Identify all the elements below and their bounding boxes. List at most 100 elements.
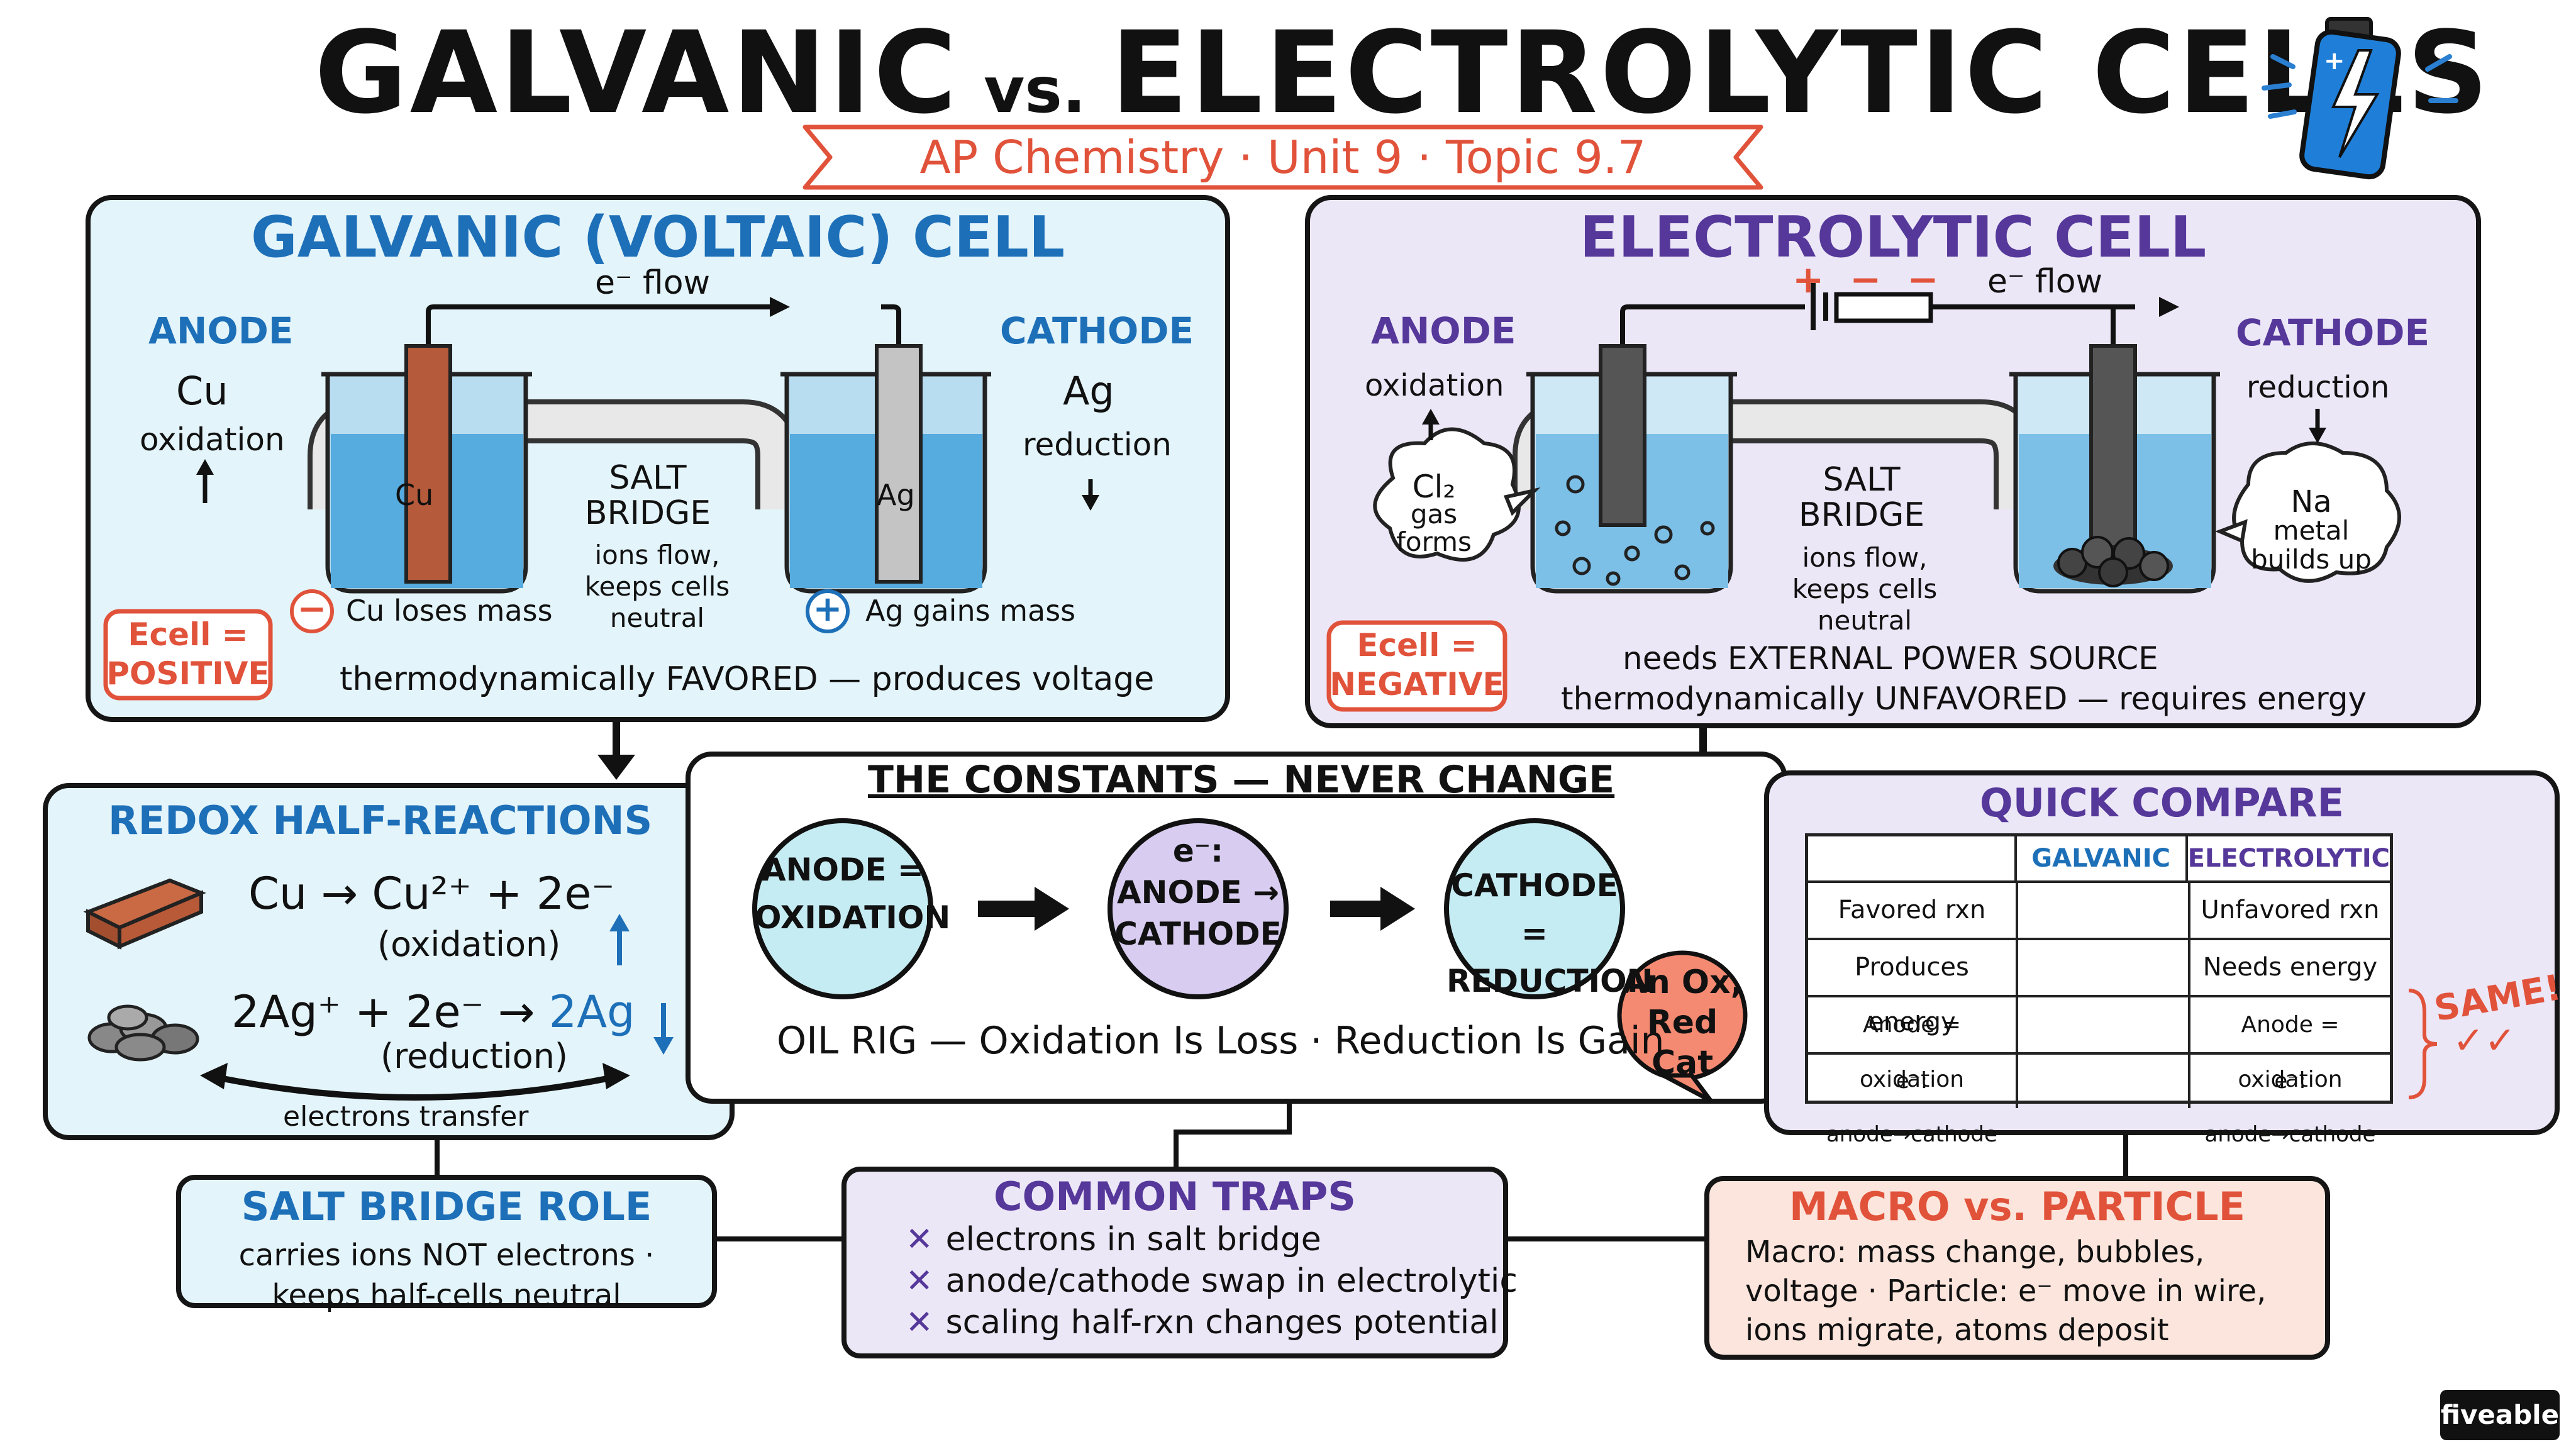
constant-2-line-1: e⁻: — [1172, 833, 1224, 869]
electrolytic-salt-note: ions flow, keeps cells neutral — [1761, 542, 1968, 636]
table-row: Produces energy Needs energy — [1808, 940, 2390, 1036]
plus-sign: + — [813, 589, 843, 630]
list-item: ✕electrons in salt bridge — [906, 1219, 1518, 1260]
title-row: GALVANIC vs. ELECTROLYTIC CELLS — [314, 8, 2489, 139]
double-arrow — [200, 1063, 630, 1101]
subtitle: AP Chemistry · Unit 9 · Topic 9.7 — [919, 131, 1646, 184]
trap-text: anode/cathode swap in electrolytic — [945, 1262, 1518, 1300]
galvanic-cathode-process: reduction — [1023, 426, 1172, 463]
row-electrolytic-cell: e⁻: anode→cathode — [2204, 1069, 2376, 1147]
galvanic-heading: GALVANIC (VOLTAIC) CELL — [250, 204, 1065, 270]
electrons-transfer: electrons transfer — [283, 1101, 529, 1133]
row-galvanic-cell — [2018, 1055, 2190, 1108]
an-ox-red-cat-bubble: An Ox, Red Cat — [1619, 962, 1745, 1083]
constant-1-line-2: OXIDATION — [755, 899, 951, 936]
macro-panel — [1704, 1176, 2330, 1360]
logo-text: fiveable — [2440, 1399, 2560, 1430]
gas-line-2: gas — [1410, 499, 1458, 530]
electrolytic-e-flow: e⁻ flow — [1987, 263, 2103, 301]
salt-role-heading: SALT BRIDGE ROLE — [241, 1184, 652, 1230]
ag-gains-mass: Ag gains mass — [865, 594, 1076, 628]
reaction-oxidation: Cu → Cu²⁺ + 2e⁻ — [248, 868, 615, 919]
electrolytic-anode-label: ANODE — [1371, 309, 1516, 352]
list-item: ✕scaling half-rxn changes potential — [906, 1302, 1518, 1343]
electrolytic-cathode-process: reduction — [2246, 370, 2390, 405]
electrode-cu-label: Cu — [395, 478, 434, 512]
galvanic-salt-line-1: SALT — [609, 459, 687, 497]
fiveable-logo[interactable]: fiveable — [2440, 1390, 2560, 1440]
constants-circles — [752, 818, 1748, 1103]
list-item: ✕ anode/cathode swap in electrolytic — [906, 1260, 1518, 1302]
galvanic-cathode-metal: Ag — [1063, 368, 1114, 414]
galvanic-salt-note-3: neutral — [609, 602, 705, 633]
electrolytic-ecell-line-1: Ecell = — [1357, 627, 1477, 663]
traps-panel — [841, 1167, 1508, 1358]
table-row: e⁻: anode→cathode e⁻: anode→cathode — [1808, 1055, 2390, 1147]
galvanic-panel — [86, 195, 1230, 722]
constant-electron-flow: e⁻: ANODE → CATHODE — [1110, 830, 1286, 955]
table-row: Anode = oxidation Anode = oxidation — [1808, 997, 2390, 1092]
galvanic-cathode-label: CATHODE — [1000, 309, 1194, 352]
row-galvanic-cell — [2018, 997, 2190, 1052]
macro-text: Macro: mass change, bubbles, voltage · P… — [1745, 1233, 2266, 1350]
electrolytic-cathode-label: CATHODE — [2236, 311, 2430, 354]
row-electrolytic-cell: Unfavored rxn — [2201, 896, 2380, 924]
galvanic-e-flow: e⁻ flow — [595, 264, 711, 302]
reaction-oxidation-note: (oxidation) — [377, 924, 561, 964]
row-label: Anode = oxidation — [1808, 997, 2018, 1092]
constants-heading: THE CONSTANTS — NEVER CHANGE — [868, 758, 1615, 802]
macro-line-1: Macro: mass change, bubbles, — [1745, 1235, 2205, 1270]
macro-line-3: ions migrate, atoms deposit — [1745, 1313, 2169, 1348]
salt-role-line-1: carries ions NOT electrons · — [238, 1238, 655, 1273]
down-arrow-icon — [653, 1003, 674, 1055]
redox-heading: REDOX HALF-REACTIONS — [108, 797, 653, 843]
row-label: Produces energy — [1808, 940, 2018, 1036]
galvanic-favored: thermodynamically FAVORED — produces vol… — [340, 660, 1155, 698]
traps-list: ✕electrons in salt bridge ✕ anode/cathode… — [906, 1219, 1518, 1343]
bubble-line-2: Red Cat — [1646, 1004, 1718, 1082]
reaction-reduction-right: 2Ag — [548, 986, 635, 1038]
constant-3-line-1: CATHODE = — [1451, 867, 1618, 952]
external-power: needs EXTERNAL POWER SOURCE — [1623, 640, 2158, 677]
electrolytic-unfavored: thermodynamically UNFAVORED — requires e… — [1561, 680, 2367, 717]
svg-text:+: + — [2324, 47, 2345, 75]
galvanic-ecell-line-1: Ecell = — [128, 616, 248, 653]
cu-loses-mass: Cu loses mass — [346, 594, 553, 628]
electrolytic-anode-process: oxidation — [1365, 368, 1504, 403]
battery-icon: + — [2262, 17, 2458, 180]
electrolytic-ecell: Ecell = NEGATIVE — [1329, 626, 1505, 704]
electrolytic-salt-bridge: SALT BRIDGE — [1767, 462, 1956, 533]
metal-line-1: Na — [2290, 484, 2332, 519]
title-electrolytic: ELECTROLYTIC CELLS — [1110, 8, 2491, 139]
salt-role-panel — [176, 1175, 717, 1308]
galvanic-salt-note-1: ions flow, — [594, 540, 720, 570]
macro-heading: MACRO vs. PARTICLE — [1789, 1184, 2246, 1230]
trap-text: scaling half-rxn changes potential — [945, 1304, 1499, 1341]
silver-pile-icon — [87, 1004, 199, 1062]
title-galvanic: GALVANIC — [314, 8, 960, 139]
galvanic-salt-note: ions flow, keeps cells neutral — [553, 540, 761, 634]
electrolytic-heading: ELECTROLYTIC CELL — [1579, 204, 2207, 270]
row-galvanic-cell — [2018, 940, 2190, 995]
up-arrow-icon — [609, 914, 630, 965]
table-row: Favored rxn Unfavored rxn — [1808, 883, 2390, 940]
row-label: e⁻: anode→cathode — [1808, 1055, 2018, 1147]
column-galvanic: GALVANIC — [2017, 836, 2188, 880]
constant-1-line-1: ANODE = — [761, 852, 924, 888]
electrolytic-salt-line-1: SALT — [1823, 461, 1901, 499]
galvanic-diagram — [103, 297, 1099, 701]
reaction-reduction-left: 2Ag⁺ + 2e⁻ → — [231, 986, 535, 1038]
row-label: Favored rxn — [1808, 883, 2018, 938]
bubble-line-1: An Ox, — [1621, 963, 1743, 1001]
x-mark-icon: ✕ — [906, 1262, 933, 1300]
cl2-gas-bubble: Cl₂ gas forms — [1371, 471, 1497, 557]
electrolytic-salt-note-3: neutral — [1817, 605, 1913, 636]
battery-signs: + − − — [1792, 258, 1945, 302]
galvanic-salt-line-2: BRIDGE — [584, 494, 711, 532]
oil-rig: OIL RIG — Oxidation Is Loss · Reduction … — [777, 1019, 1665, 1063]
row-galvanic-cell — [2018, 883, 2190, 938]
electrolytic-diagram — [1326, 283, 2401, 712]
gas-line-3: forms — [1396, 526, 1472, 557]
electrolytic-salt-note-2: keeps cells — [1792, 574, 1938, 604]
check-marks: ✓✓ — [2453, 1019, 2516, 1063]
